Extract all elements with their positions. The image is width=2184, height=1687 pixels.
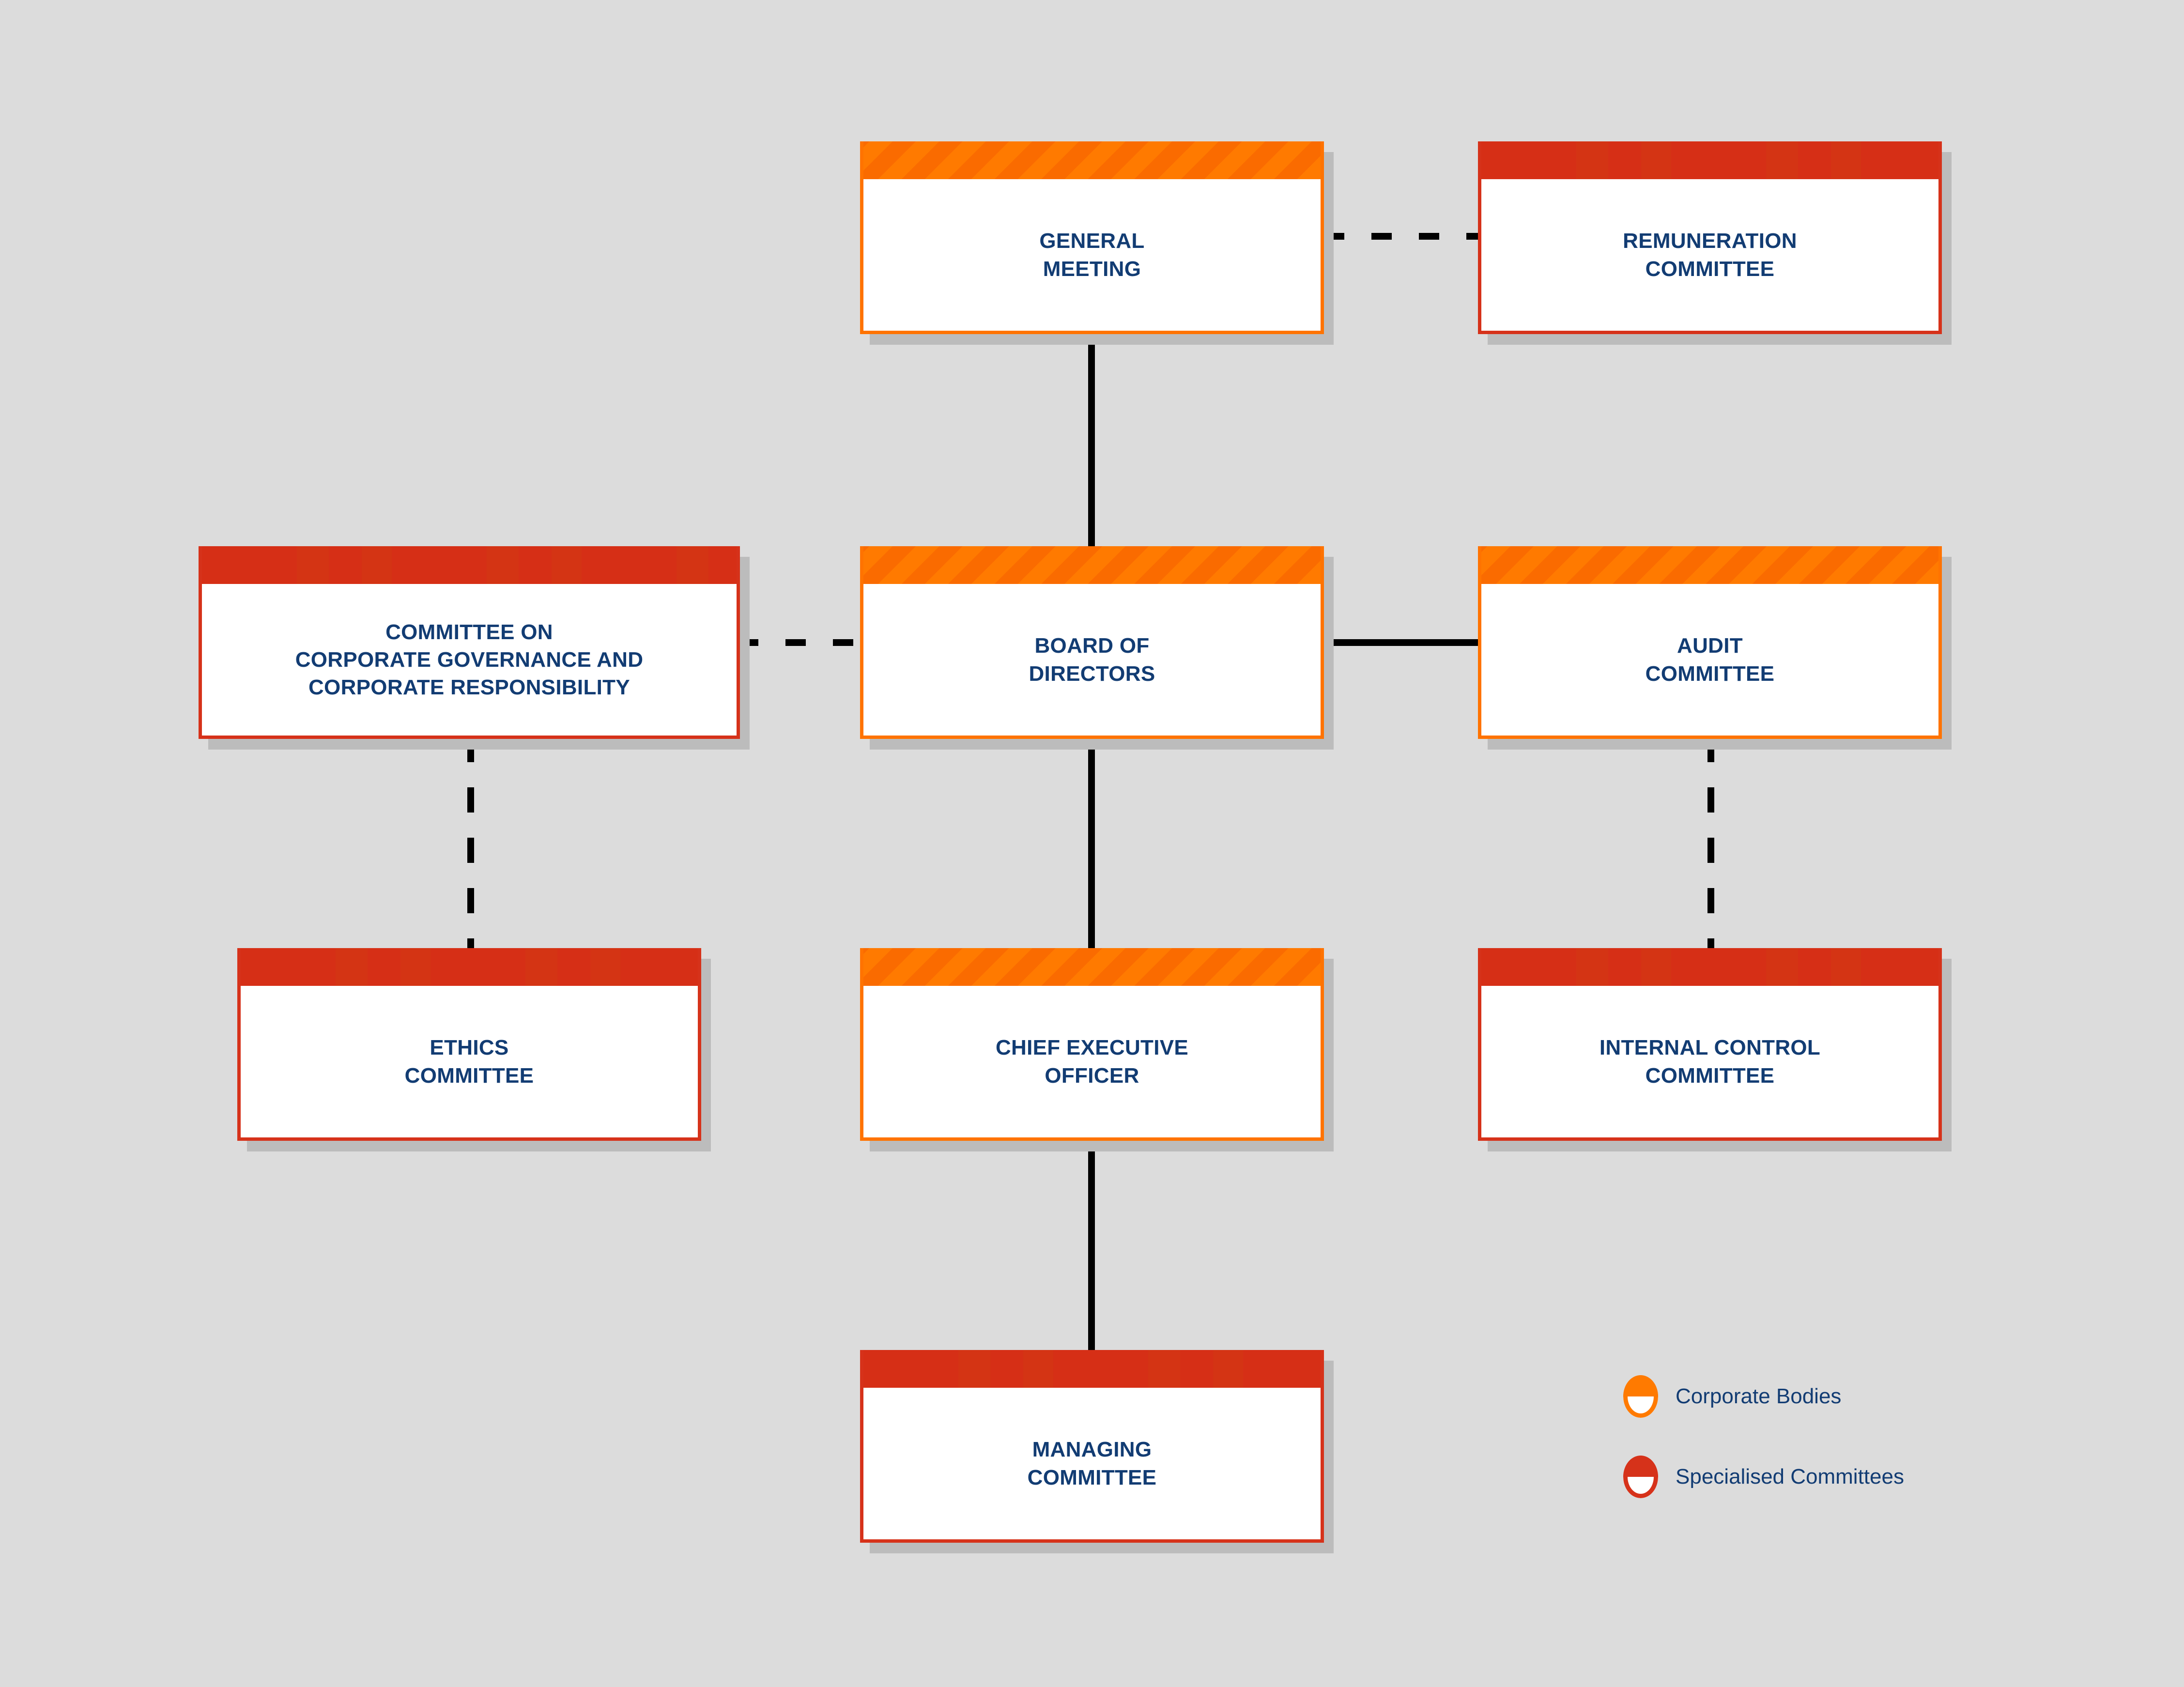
- node-chief-executive-officer[interactable]: CHIEF EXECUTIVE OFFICER: [860, 948, 1334, 1151]
- node-board-of-directors[interactable]: BOARD OF DIRECTORS: [860, 546, 1334, 750]
- node-header-stripe-internal-control-committee: [1481, 948, 1938, 986]
- node-header-stripe-general-meeting: [863, 141, 1321, 179]
- legend-label-corporate-bodies: Corporate Bodies: [1676, 1384, 1842, 1408]
- node-committee-on-corporate-governance-and-corporate-responsibility[interactable]: COMMITTEE ON CORPORATE GOVERNANCE AND CO…: [199, 546, 750, 750]
- node-label-internal-control-committee: INTERNAL CONTROL COMMITTEE: [1599, 1036, 1821, 1088]
- node-label-ethics-committee: ETHICS COMMITTEE: [404, 1036, 534, 1088]
- node-internal-control-committee[interactable]: INTERNAL CONTROL COMMITTEE: [1478, 948, 1952, 1151]
- node-remuneration-committee[interactable]: REMUNERATION COMMITTEE: [1478, 141, 1952, 345]
- node-header-stripe-chief-executive-officer: [863, 948, 1321, 986]
- node-label-committee-cgcr: COMMITTEE ON CORPORATE GOVERNANCE AND CO…: [295, 620, 644, 700]
- node-header-stripe-managing-committee: [863, 1350, 1321, 1388]
- legend-item-corporate-bodies: Corporate Bodies: [1623, 1375, 1904, 1418]
- node-managing-committee[interactable]: MANAGING COMMITTEE: [860, 1350, 1334, 1553]
- node-label-managing-committee: MANAGING COMMITTEE: [1027, 1438, 1157, 1489]
- legend-marker-corporate-bodies-icon: [1623, 1375, 1658, 1418]
- node-label-audit-committee: AUDIT COMMITTEE: [1645, 634, 1775, 686]
- legend-marker-specialised-committees-icon: [1623, 1456, 1658, 1498]
- node-label-board-of-directors: BOARD OF DIRECTORS: [1029, 634, 1155, 686]
- legend-label-specialised-committees: Specialised Committees: [1676, 1465, 1904, 1488]
- node-label-remuneration-committee: REMUNERATION COMMITTEE: [1623, 229, 1797, 281]
- node-header-stripe-ethics-committee: [241, 948, 698, 986]
- node-header-stripe-remuneration-committee: [1481, 141, 1938, 179]
- legend: Corporate Bodies Specialised Committees: [1623, 1375, 1904, 1498]
- node-header-stripe-audit-committee: [1481, 546, 1938, 584]
- legend-item-specialised-committees: Specialised Committees: [1623, 1456, 1904, 1498]
- node-general-meeting[interactable]: GENERAL MEETING: [860, 141, 1334, 345]
- node-label-general-meeting: GENERAL MEETING: [1039, 229, 1145, 281]
- node-header-stripe-committee-cgcr: [202, 546, 737, 584]
- node-ethics-committee[interactable]: ETHICS COMMITTEE: [237, 948, 711, 1151]
- node-header-stripe-board-of-directors: [863, 546, 1321, 584]
- node-label-chief-executive-officer: CHIEF EXECUTIVE OFFICER: [995, 1036, 1189, 1088]
- node-audit-committee[interactable]: AUDIT COMMITTEE: [1478, 546, 1952, 750]
